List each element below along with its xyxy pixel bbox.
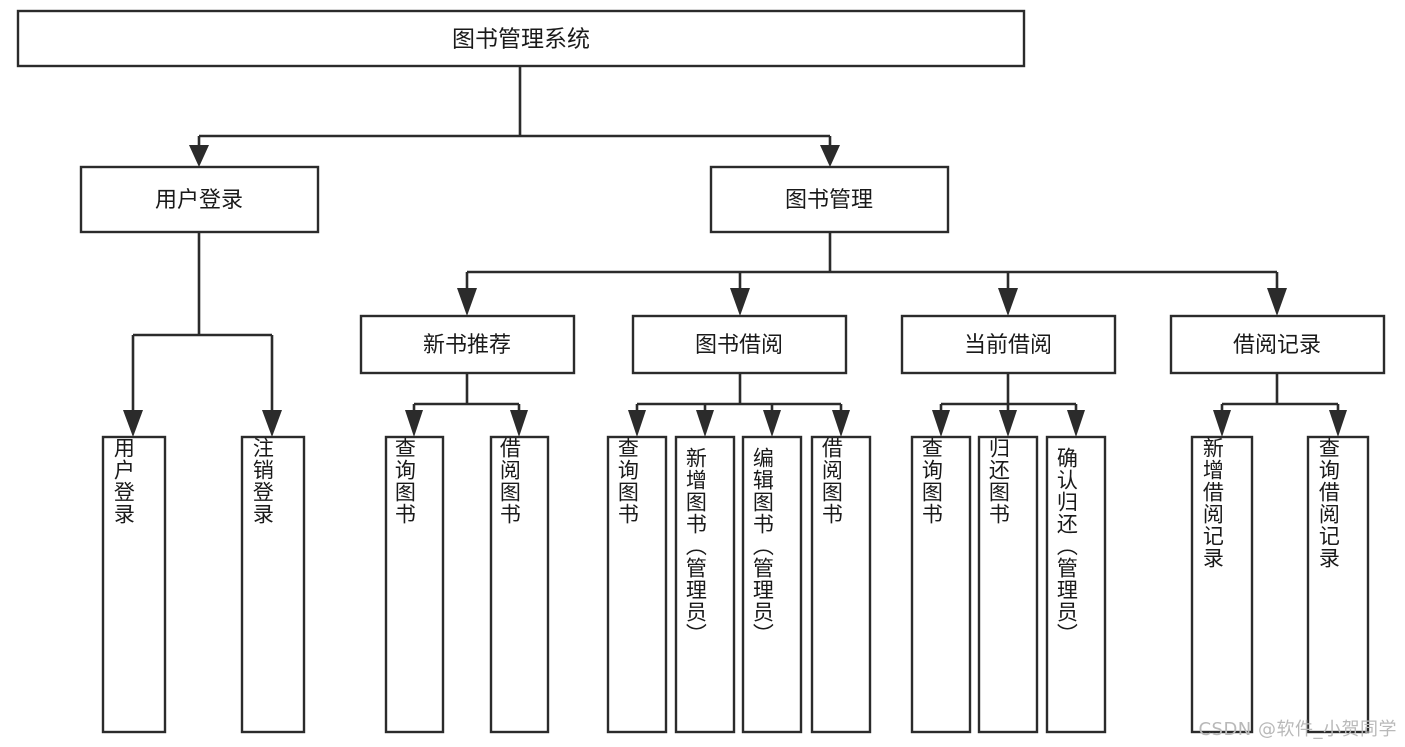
leaf-add-record-box[interactable] (1190, 435, 1254, 734)
node-user-login[interactable]: 用户登录 (79, 165, 320, 234)
node-borrow-record[interactable]: 借阅记录 (1169, 314, 1386, 375)
leaf-return-book-box[interactable] (977, 435, 1039, 734)
arrow-new-book-leaf-1 (405, 410, 423, 437)
arrow-book-borrow-leaf-2 (696, 410, 714, 437)
leaf-query-record-box[interactable] (1306, 435, 1370, 734)
leaf-add-book-box[interactable] (674, 435, 736, 734)
node-book-borrow-box[interactable] (631, 314, 848, 375)
arrow-root-to-book-manage (820, 145, 840, 167)
node-book-borrow-label: 图书借阅 (695, 333, 783, 358)
leaf-boxes (101, 435, 1370, 734)
connector-group-root (189, 66, 840, 167)
arrow-book-borrow-leaf-4 (832, 410, 850, 437)
arrow-current-borrow-leaf-1 (932, 410, 950, 437)
leaf-edit-book-box[interactable] (741, 435, 803, 734)
arrow-user-login-leaf-1 (123, 410, 143, 437)
arrow-book-borrow-leaf-1 (628, 410, 646, 437)
node-new-book-recommend-box[interactable] (359, 314, 576, 375)
leaf-user-login-box[interactable] (101, 435, 167, 734)
node-borrow-record-box[interactable] (1169, 314, 1386, 375)
node-root-label: 图书管理系统 (452, 27, 590, 53)
connector-group-book-manage (457, 232, 1287, 316)
connector-group-book-borrow (628, 373, 850, 437)
leaf-user-logout-box[interactable] (240, 435, 306, 734)
connector-group-borrow-record (1213, 373, 1347, 437)
watermark-text: CSDN @软件_小贺同学 (1198, 719, 1397, 740)
node-book-manage-label: 图书管理 (785, 188, 873, 213)
leaf-query-book-2-box[interactable] (606, 435, 668, 734)
arrow-root-to-user-login (189, 145, 209, 167)
node-root[interactable]: 图书管理系统 (16, 9, 1026, 68)
connector-group-user-login (123, 232, 282, 437)
leaf-confirm-return-box[interactable] (1045, 435, 1107, 734)
arrow-borrow-record-leaf-2 (1329, 410, 1347, 437)
node-current-borrow-label: 当前借阅 (964, 333, 1052, 358)
node-user-login-label: 用户登录 (155, 188, 243, 213)
node-book-manage-box[interactable] (709, 165, 950, 234)
node-book-manage[interactable]: 图书管理 (709, 165, 950, 234)
leaf-borrow-book-2-box[interactable] (810, 435, 872, 734)
leaf-query-book-1-box[interactable] (384, 435, 445, 734)
leaf-borrow-book-1-box[interactable] (489, 435, 550, 734)
connector-group-current-borrow (932, 373, 1085, 437)
arrow-book-manage-to-book-borrow (730, 288, 750, 316)
node-book-borrow[interactable]: 图书借阅 (631, 314, 848, 375)
leaf-query-book-3-box[interactable] (910, 435, 972, 734)
arrow-book-manage-to-new-book (457, 288, 477, 316)
arrow-book-borrow-leaf-3 (763, 410, 781, 437)
node-new-book-recommend-label: 新书推荐 (423, 333, 511, 358)
node-user-login-box[interactable] (79, 165, 320, 234)
node-current-borrow[interactable]: 当前借阅 (900, 314, 1117, 375)
arrow-new-book-leaf-2 (510, 410, 528, 437)
node-new-book-recommend[interactable]: 新书推荐 (359, 314, 576, 375)
arrow-current-borrow-leaf-3 (1067, 410, 1085, 437)
arrow-book-manage-to-current-borrow (998, 288, 1018, 316)
arrow-borrow-record-leaf-1 (1213, 410, 1231, 437)
arrow-user-login-leaf-2 (262, 410, 282, 437)
arrow-book-manage-to-borrow-record (1267, 288, 1287, 316)
node-root-box[interactable] (16, 9, 1026, 68)
arrow-current-borrow-leaf-2 (999, 410, 1017, 437)
connector-group-new-book-recommend (405, 373, 528, 437)
node-current-borrow-box[interactable] (900, 314, 1117, 375)
node-borrow-record-label: 借阅记录 (1233, 333, 1321, 358)
